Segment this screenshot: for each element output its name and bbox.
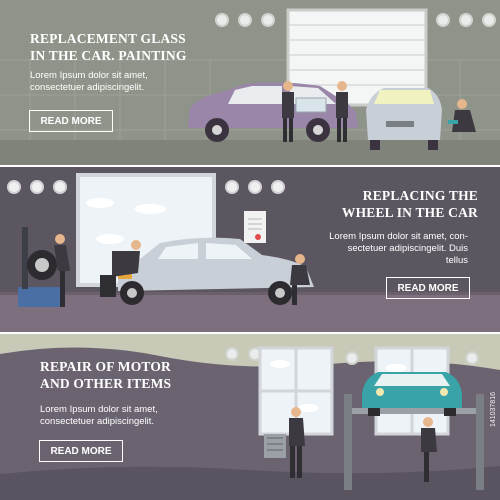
heading-line: AND OTHER ITEMS <box>40 376 172 391</box>
glass-painting-scene <box>0 0 500 165</box>
text-line: Lorem Ipsum dolor sit amet, <box>40 404 158 415</box>
worker-figures <box>282 81 476 142</box>
banner2-text: Lorem Ipsum dolor sit amet, con- sectetu… <box>278 231 468 267</box>
certificate-icon <box>244 211 266 243</box>
banner-motor-repair: REPAIR OF MOTOR AND OTHER ITEMS Lorem Ip… <box>0 334 500 500</box>
read-more-button-glass[interactable]: READ MORE <box>29 110 113 132</box>
text-line: tellus <box>445 255 468 266</box>
heading-line: REPLACING THE <box>362 188 478 203</box>
read-more-button-wheel[interactable]: READ MORE <box>386 277 470 299</box>
ceiling-lamp-icon <box>7 180 285 194</box>
wheel-replacement-scene <box>0 167 500 332</box>
stock-id-watermark: 141037816 <box>490 392 497 428</box>
read-more-button-motor[interactable]: READ MORE <box>39 440 123 462</box>
motor-repair-scene <box>0 334 500 500</box>
text-line: Lorem Ipsum dolor sit amet, con- <box>329 231 468 242</box>
banner3-heading: REPAIR OF MOTOR AND OTHER ITEMS <box>40 358 260 392</box>
banner3-text: Lorem Ipsum dolor sit amet, consectetuer… <box>40 404 210 428</box>
banner-wheel-replacement: REPLACING THE WHEEL IN THE CAR Lorem Ips… <box>0 167 500 332</box>
banner1-heading: REPLACEMENT GLASS IN THE CAR. PAINTING <box>30 30 250 64</box>
text-line: consectetuer adipiscingelit. <box>40 416 155 427</box>
banner2-heading: REPLACING THE WHEEL IN THE CAR <box>268 187 478 221</box>
heading-line: WHEEL IN THE CAR <box>341 205 478 220</box>
banner-glass-painting: REPLACEMENT GLASS IN THE CAR. PAINTING L… <box>0 0 500 165</box>
worker-figures <box>289 407 437 482</box>
text-line: sectetuer adipiscingelit. Duis <box>347 243 468 254</box>
heading-line: REPAIR OF MOTOR <box>40 359 171 374</box>
text-line: consectetuer adipiscingelit. <box>30 82 145 93</box>
text-line: Lorem Ipsum dolor sit amet, <box>30 70 148 81</box>
heading-line: REPLACEMENT GLASS <box>30 31 186 46</box>
worker-figures <box>54 234 310 307</box>
banner1-text: Lorem Ipsum dolor sit amet, consectetuer… <box>30 70 200 94</box>
heading-line: IN THE CAR. PAINTING <box>30 48 187 63</box>
ceiling-lamp-icon <box>215 13 496 27</box>
